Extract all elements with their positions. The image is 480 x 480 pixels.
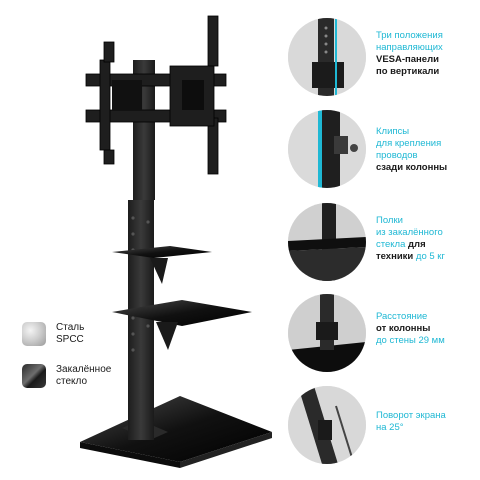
caption-line: техники до 5 кг	[376, 251, 476, 263]
caption-line: Три положения	[376, 30, 476, 42]
caption-line: по вертикали	[376, 66, 476, 78]
caption-line: стекла для	[376, 239, 476, 251]
caption-text: для крепления	[376, 138, 442, 149]
caption-line: проводов	[376, 150, 476, 162]
caption-line: из закалённого	[376, 227, 476, 239]
glass-shelf-image	[288, 203, 366, 281]
material-text: Закалённое	[56, 364, 112, 375]
caption-text: направляющих	[376, 42, 443, 53]
caption-text: от колонны	[376, 323, 431, 334]
caption-line: до стены 29 мм	[376, 335, 476, 347]
material-text: SPCC	[56, 334, 84, 345]
caption-text: из закалённого	[376, 227, 443, 238]
caption-text: Клипсы	[376, 126, 410, 137]
vesa-detail-image	[288, 18, 366, 96]
caption-line: на 25°	[376, 422, 476, 434]
caption-text: сзади колонны	[376, 162, 448, 173]
caption-text: до 5 кг	[415, 251, 445, 262]
caption-text: Поворот экрана	[376, 410, 446, 421]
material-text: стекло	[56, 376, 88, 387]
caption-text: для	[408, 239, 426, 250]
caption-text: проводов	[376, 150, 418, 161]
caption-text: на 25°	[376, 422, 404, 433]
caption-text: VESA-панели	[376, 54, 439, 65]
caption-text: Расстояние	[376, 311, 428, 322]
caption-line: от колонны	[376, 323, 476, 335]
glass-swatch-icon	[22, 364, 46, 388]
screen-rotation-image	[288, 386, 366, 464]
caption-line: Клипсы	[376, 126, 476, 138]
caption-line: VESA-панели	[376, 54, 476, 66]
steel-swatch-icon	[22, 322, 46, 346]
wall-distance-image	[288, 294, 366, 372]
caption-line: Полки	[376, 215, 476, 227]
caption-line: сзади колонны	[376, 162, 476, 174]
caption-text: по вертикали	[376, 66, 440, 77]
caption-text: техники	[376, 251, 416, 262]
caption-line: Расстояние	[376, 311, 476, 323]
caption-text: до стены 29 мм	[376, 335, 445, 346]
caption-text: Полки	[376, 215, 403, 226]
tv-stand-image	[80, 15, 272, 468]
caption-line: Поворот экрана	[376, 410, 476, 422]
cable-clips-image	[288, 110, 366, 188]
caption-line: направляющих	[376, 42, 476, 54]
caption-text: Три положения	[376, 30, 443, 41]
caption-text: стекла	[376, 239, 409, 250]
material-text: Сталь	[56, 322, 85, 333]
caption-line: для крепления	[376, 138, 476, 150]
